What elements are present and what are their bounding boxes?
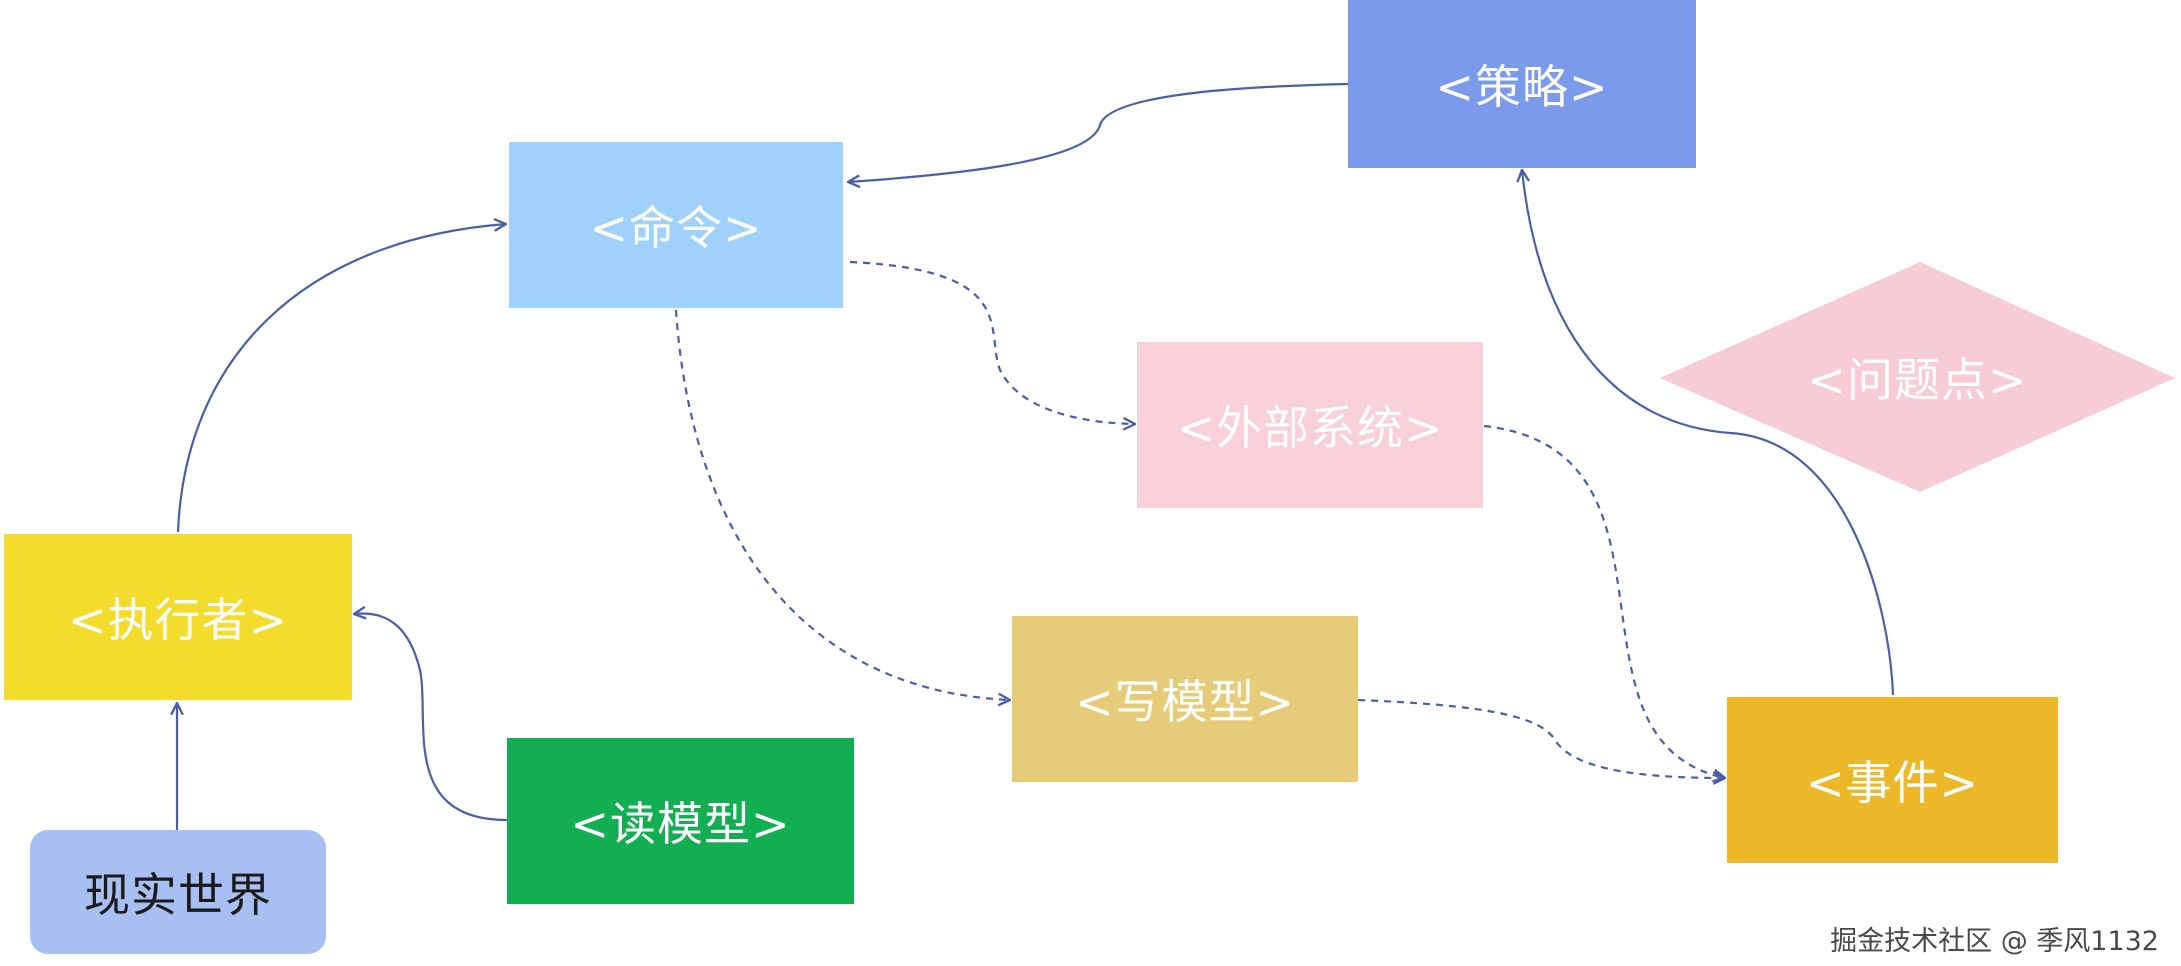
node-actor-label: <执行者> xyxy=(67,593,289,647)
node-read-model-label: <读模型> xyxy=(570,797,791,851)
node-command: <命令> xyxy=(509,142,843,308)
link-command-to-write-model xyxy=(674,309,1010,700)
node-write-model-label: <写模型> xyxy=(1074,675,1296,729)
link-event-to-strategy xyxy=(1522,170,1895,696)
link-readmodel-to-actor xyxy=(354,613,508,822)
node-event: <事件> xyxy=(1727,697,2058,863)
node-external-system: <外部系统> xyxy=(1137,342,1483,508)
node-real-world: 现实世界 xyxy=(30,830,326,954)
node-actor: <执行者> xyxy=(4,534,352,700)
problem-diamond xyxy=(1660,262,2175,492)
node-strategy-label: <策略> xyxy=(1435,60,1609,114)
watermark: 掘金技术社区 @ 季风1132 xyxy=(1830,926,2159,957)
node-real-world-label: 现实世界 xyxy=(84,868,272,922)
link-strategy-to-command xyxy=(848,82,1349,182)
link-write-model-to-event xyxy=(1357,698,1725,778)
node-problem-label: <问题点> xyxy=(1807,353,2028,407)
link-actor-to-command xyxy=(176,224,506,533)
node-event-label: <事件> xyxy=(1805,756,1980,810)
node-write-model: <写模型> xyxy=(1012,616,1358,782)
node-problem: <问题点> xyxy=(1660,262,2175,492)
link-external-system-to-event xyxy=(1483,424,1725,778)
link-command-to-external-system xyxy=(849,260,1135,424)
node-command-label: <命令> xyxy=(589,201,763,255)
node-external-system-label: <外部系统> xyxy=(1176,401,1444,455)
node-read-model: <读模型> xyxy=(507,738,854,904)
node-strategy: <策略> xyxy=(1348,0,1696,168)
